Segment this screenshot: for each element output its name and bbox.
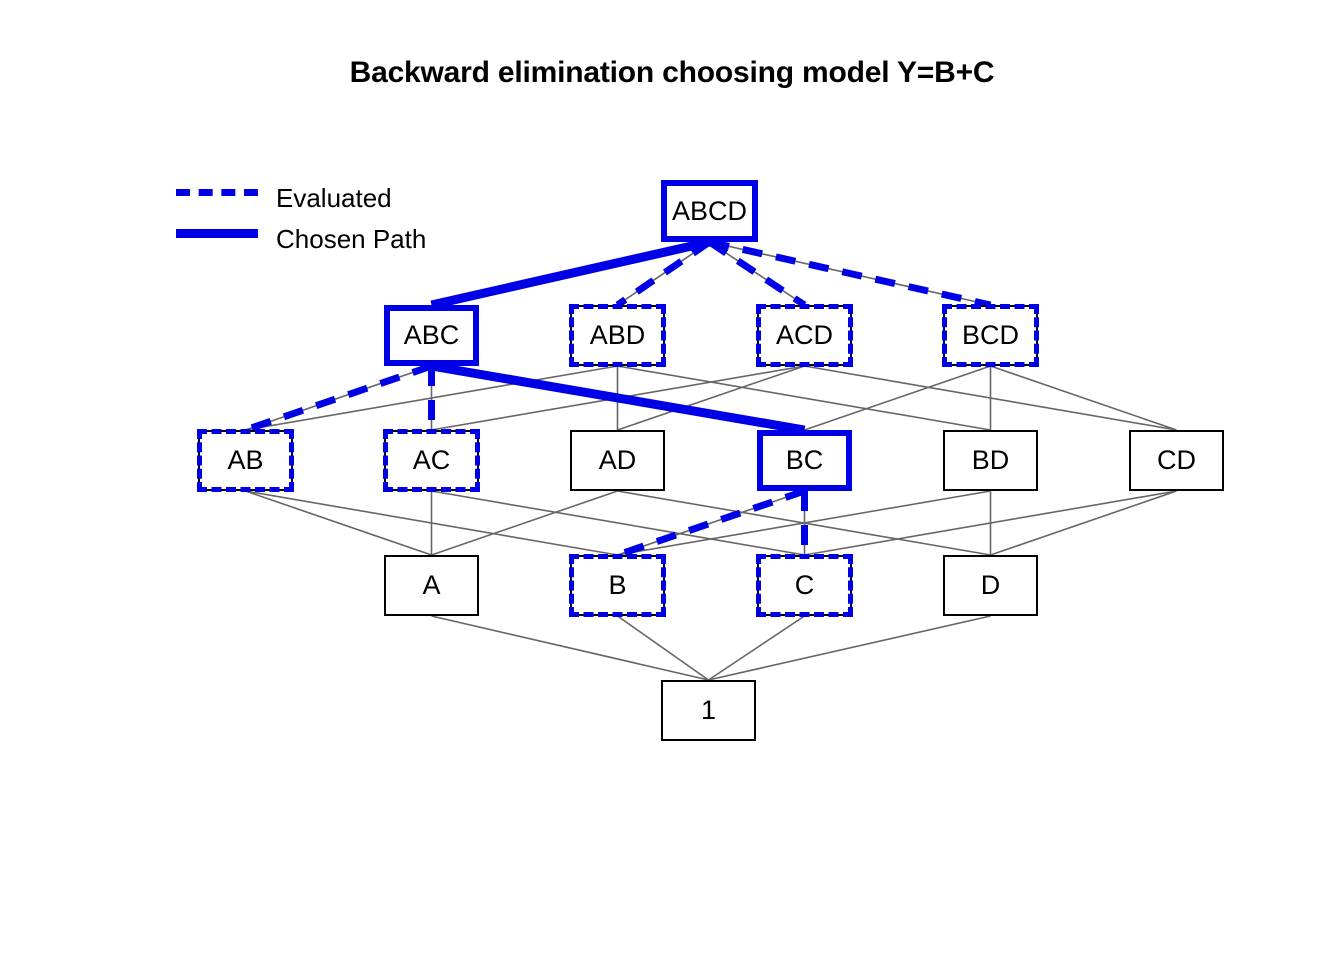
edge-c-one xyxy=(708,615,805,681)
edge-abd-ab xyxy=(245,365,618,431)
node-c[interactable]: C xyxy=(756,554,853,617)
node-bd[interactable]: BD xyxy=(943,430,1038,491)
node-acd[interactable]: ACD xyxy=(756,304,853,367)
edge-bcd-cd xyxy=(990,365,1177,431)
edge-abd-bd xyxy=(617,365,991,431)
node-label: ABC xyxy=(403,320,460,350)
node-ad[interactable]: AD xyxy=(570,430,665,491)
node-ac[interactable]: AC xyxy=(383,429,480,492)
legend-label-chosen-path: Chosen Path xyxy=(276,224,427,254)
edge-cd-c xyxy=(804,490,1177,556)
legend-solid-line-icon xyxy=(176,229,258,252)
node-label: B xyxy=(608,570,627,600)
node-label: C xyxy=(794,570,815,600)
edge-d-one xyxy=(708,615,991,681)
edge-bd-b xyxy=(617,490,991,556)
edges-evaluated-group xyxy=(244,238,992,559)
node-label: A xyxy=(422,570,441,600)
node-label: 1 xyxy=(700,695,717,725)
node-bc[interactable]: BC xyxy=(757,430,852,491)
node-label: AD xyxy=(598,445,637,475)
edge-b-one xyxy=(617,615,709,681)
node-label: AC xyxy=(412,445,451,475)
node-one[interactable]: 1 xyxy=(661,680,756,741)
edge-base xyxy=(245,365,432,431)
edge-bcd-bc xyxy=(804,365,991,431)
node-label: D xyxy=(980,570,1001,600)
node-abcd[interactable]: ABCD xyxy=(661,180,758,242)
edge-a-one xyxy=(431,615,709,681)
edge-acd-ad xyxy=(617,365,805,431)
edge-abcd-abd xyxy=(615,239,712,308)
node-ab[interactable]: AB xyxy=(197,429,294,492)
legend-label-evaluated: Evaluated xyxy=(276,183,392,213)
legend-dashed-line-icon xyxy=(176,189,258,210)
page-title: Backward elimination choosing model Y=B+… xyxy=(349,56,995,89)
edge-cd-d xyxy=(990,490,1177,556)
node-label: ACD xyxy=(775,320,833,350)
edge-ab-a xyxy=(245,490,432,556)
edge-abcd-abc xyxy=(430,237,711,310)
edge-ac-c xyxy=(431,490,805,556)
node-label: BCD xyxy=(961,320,1019,350)
node-d[interactable]: D xyxy=(943,555,1038,616)
node-a[interactable]: A xyxy=(384,555,479,616)
node-bcd[interactable]: BCD xyxy=(942,304,1039,367)
legend: Evaluated Chosen Path xyxy=(176,178,506,260)
node-abc[interactable]: ABC xyxy=(384,305,479,366)
edge-base xyxy=(617,490,805,556)
node-label: ABCD xyxy=(671,195,747,226)
node-label: CD xyxy=(1157,445,1196,475)
node-label: ABD xyxy=(589,320,646,350)
edges-chosen-group xyxy=(430,237,806,435)
edge-abcd-bcd xyxy=(708,238,992,309)
node-cd[interactable]: CD xyxy=(1129,430,1224,491)
legend-item-evaluated: Evaluated xyxy=(176,178,506,219)
edge-abcd-acd xyxy=(707,239,807,308)
edge-ad-a xyxy=(431,490,618,556)
node-label: BD xyxy=(971,445,1010,475)
node-label: BC xyxy=(785,445,824,475)
edge-abc-bc xyxy=(430,361,806,435)
node-abd[interactable]: ABD xyxy=(569,304,666,367)
node-b[interactable]: B xyxy=(569,554,666,617)
legend-item-chosen-path: Chosen Path xyxy=(176,219,506,260)
node-label: AB xyxy=(227,445,264,475)
